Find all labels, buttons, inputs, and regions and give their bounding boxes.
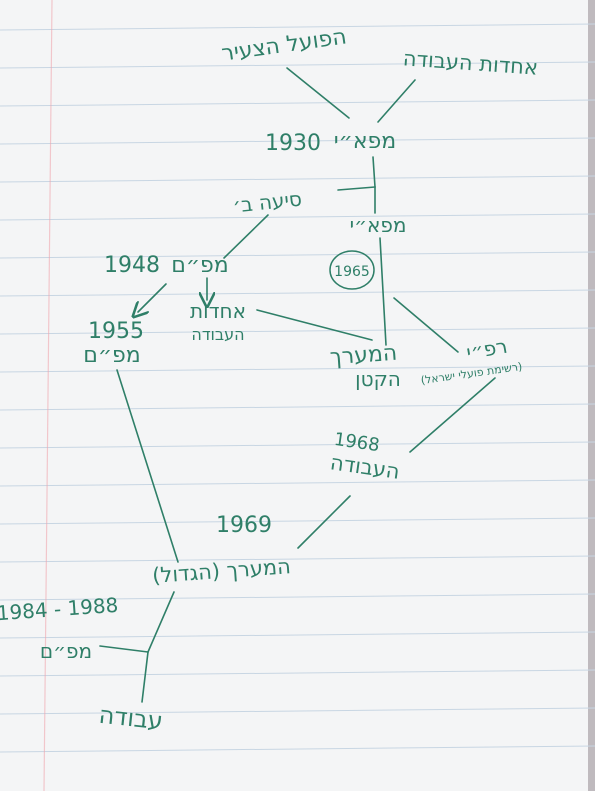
edge-branch-to-mapam-3 xyxy=(99,645,149,653)
rule-line xyxy=(0,441,595,449)
ruled-lines xyxy=(0,23,595,753)
rule-line xyxy=(0,593,595,601)
rule-line xyxy=(0,251,595,259)
arrow-mapam-to-mapam-2 xyxy=(138,283,167,312)
rule-line xyxy=(0,631,595,639)
edge-mapam2-to-maarach-big xyxy=(116,369,179,563)
label-mapam-2: מפ״ם xyxy=(83,343,140,368)
rule-line xyxy=(0,289,595,297)
label-maarach-line2: הקטן xyxy=(355,367,401,391)
rule-line xyxy=(0,365,595,373)
label-maarach-big-year: 1969 xyxy=(216,513,272,538)
label-mapam-3: מפ״ם xyxy=(40,639,92,663)
label-mapam-year: 1948 xyxy=(104,253,160,278)
rule-line xyxy=(0,23,595,31)
year-1965-circle xyxy=(329,250,375,290)
label-final-avoda: עבודה xyxy=(97,701,164,736)
rule-line xyxy=(0,707,595,715)
edge-mapai-to-siaa-bet xyxy=(337,186,376,191)
rule-line xyxy=(0,137,595,145)
connector-lines xyxy=(99,67,496,703)
rule-line xyxy=(0,61,595,69)
margin-line xyxy=(43,0,53,791)
edge-maarach-big-down xyxy=(147,591,175,653)
label-achdut-2-line1: אחדות xyxy=(190,299,246,323)
right-edge-strip xyxy=(588,0,595,791)
rule-line xyxy=(0,479,595,487)
rule-line xyxy=(0,745,595,753)
label-achdut-2-line2: העבודה xyxy=(191,325,244,344)
edge-hapoel-to-mapai xyxy=(286,67,350,119)
rule-line xyxy=(0,213,595,221)
edge-branch-to-avoda xyxy=(141,651,149,703)
rule-line xyxy=(0,555,595,563)
edge-mapai-down xyxy=(372,156,376,188)
label-mapam-2-year: 1955 xyxy=(88,319,144,344)
edge-achdut2-to-maarach xyxy=(256,309,373,341)
edge-rafi-to-avoda xyxy=(409,377,496,453)
edge-mapai-2-down xyxy=(379,237,387,346)
rule-line xyxy=(0,517,595,525)
edge-achdut-to-mapai xyxy=(377,79,416,123)
edge-maarach-to-rafi xyxy=(393,297,459,353)
label-mapai-2: מפא״י xyxy=(350,213,407,237)
rule-line xyxy=(0,669,595,677)
label-mapai-2-year: 1965 xyxy=(334,264,370,280)
rule-line xyxy=(0,99,595,107)
rule-line xyxy=(0,327,595,335)
rule-line xyxy=(0,175,595,183)
edge-avoda-to-maarach-big xyxy=(297,495,351,549)
rule-line xyxy=(0,403,595,411)
label-mapai: מפא״י xyxy=(334,129,397,154)
label-mapai-year: 1930 xyxy=(265,131,321,156)
edge-siaa-bet-to-mapam xyxy=(223,214,269,259)
label-maarach-line1: המערך xyxy=(329,341,398,371)
label-mapam: מפ״ם xyxy=(171,253,228,278)
